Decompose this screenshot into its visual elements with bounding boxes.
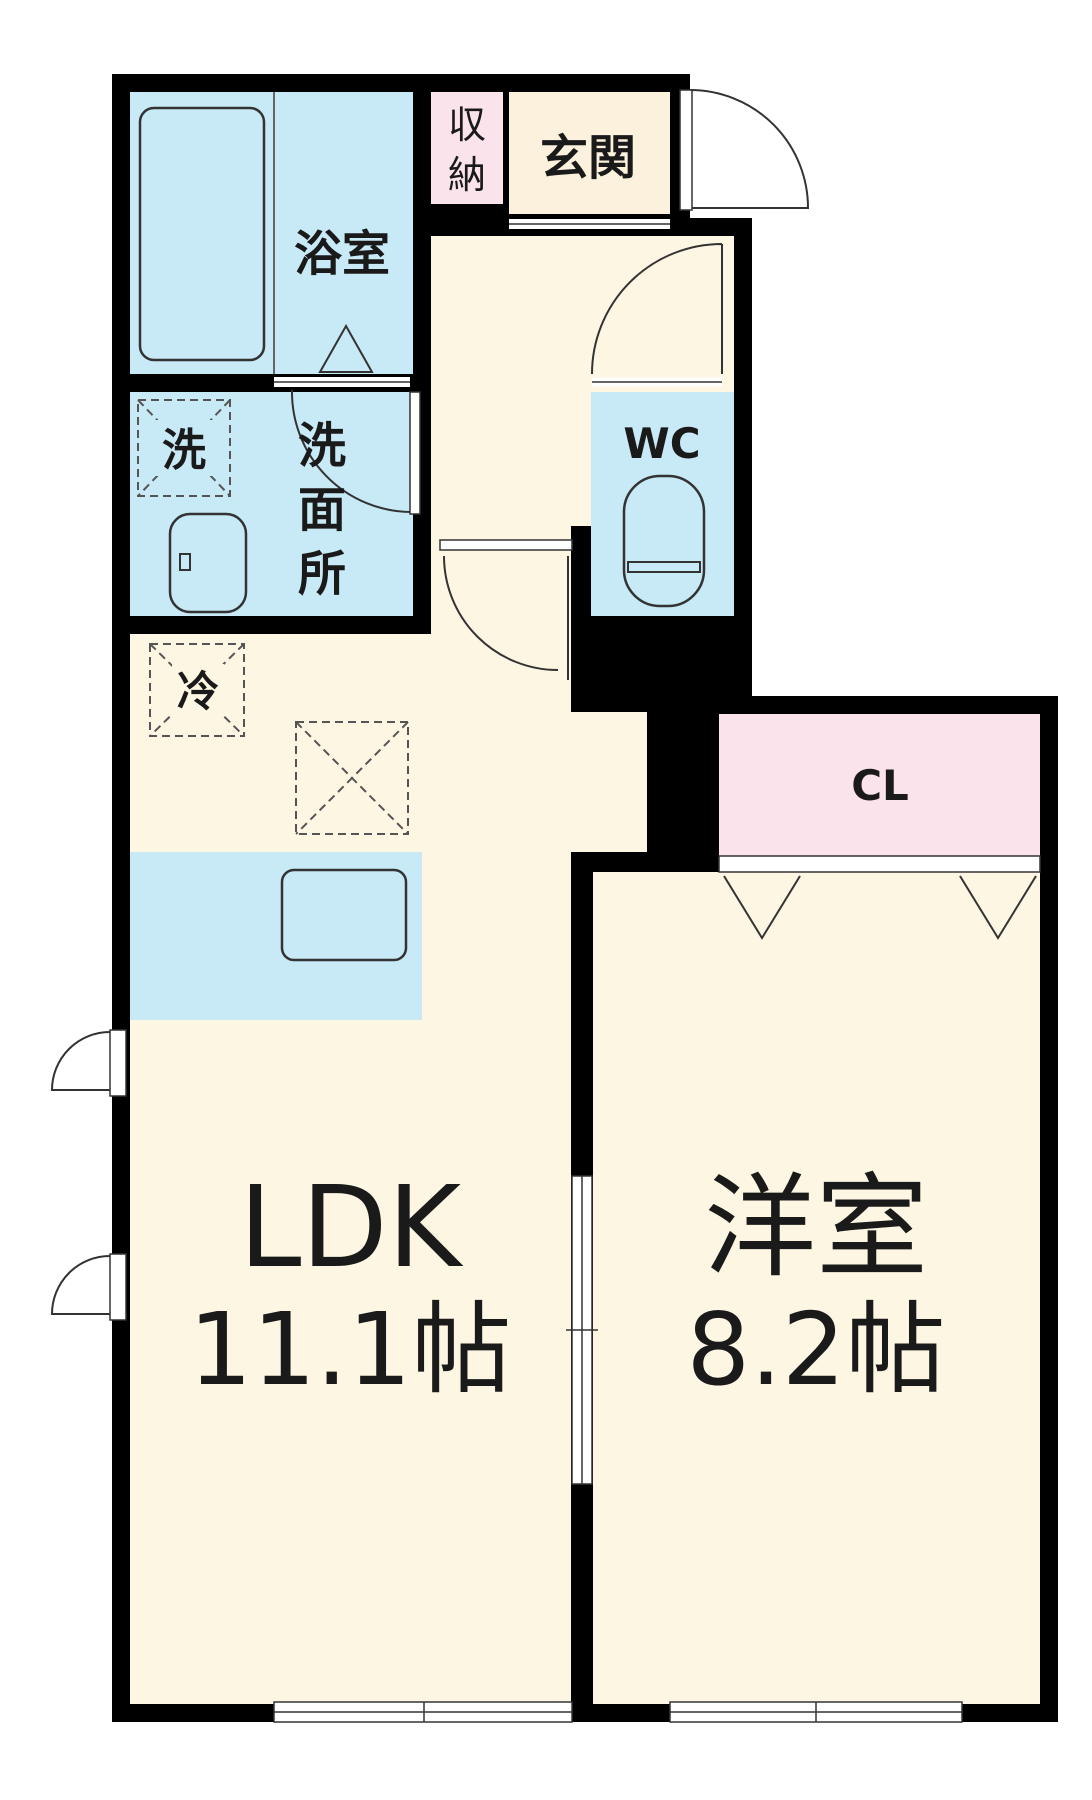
bath-label: 浴室 xyxy=(294,226,390,282)
closet-door-mark-1 xyxy=(723,875,801,940)
washroom-door xyxy=(290,389,413,513)
bath-floor xyxy=(130,92,413,374)
side-door-2 xyxy=(50,1255,111,1315)
wc-floor xyxy=(591,392,734,616)
hall-door xyxy=(591,243,723,375)
closet-label: CL xyxy=(851,761,909,810)
kitchen-counter xyxy=(130,852,422,1020)
ldk-door xyxy=(443,555,559,671)
fridge-label: 冷 xyxy=(177,667,219,716)
washer-space xyxy=(137,399,231,497)
entrance-floor xyxy=(509,92,670,214)
bathtub xyxy=(138,106,266,362)
ldk-size: 11.1帖 xyxy=(189,1291,512,1408)
storage-label-1: 収 xyxy=(448,103,486,147)
kitchen-sink xyxy=(280,868,408,962)
washroom-label-3: 所 xyxy=(298,546,346,602)
washroom-label-2: 面 xyxy=(298,482,346,538)
bath-door-mark xyxy=(318,323,374,373)
wc-label: WC xyxy=(623,419,700,468)
western-room-floor xyxy=(593,872,1040,1704)
storage-floor xyxy=(431,92,503,204)
side-door-1 xyxy=(50,1031,111,1091)
appliance-space xyxy=(295,721,409,835)
western-room-size: 8.2帖 xyxy=(686,1291,945,1408)
entrance-label: 玄関 xyxy=(540,130,636,186)
storage-label-2: 納 xyxy=(448,153,486,197)
ldk-label: LDK xyxy=(239,1163,464,1293)
vanity-sink xyxy=(168,512,248,614)
fridge-space xyxy=(149,643,245,737)
washer-label: 洗 xyxy=(162,425,206,476)
closet-floor xyxy=(719,714,1040,856)
western-room-label: 洋室 xyxy=(704,1163,928,1293)
washroom-label-1: 洗 xyxy=(298,418,346,474)
toilet xyxy=(622,474,706,608)
closet-door-mark-2 xyxy=(959,875,1037,940)
entrance-door xyxy=(689,89,810,209)
